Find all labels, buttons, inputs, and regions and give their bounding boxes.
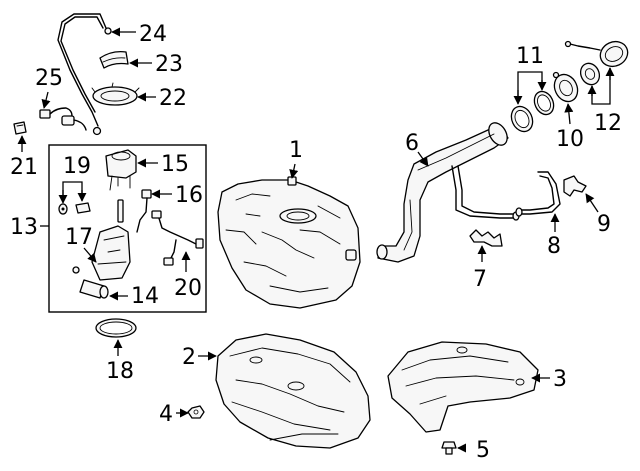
retainer-ring-part [91,82,140,106]
bracket-part [469,229,503,247]
connector-part [13,121,27,135]
pressure-regulator-part [105,149,137,191]
hose-clip-part [563,175,587,197]
callout-labels: 24 23 22 25 21 15 19 16 13 17 20 14 18 1… [10,22,622,463]
callout-8: 8 [547,234,561,259]
callout-2: 2 [182,345,196,370]
callout-14: 14 [131,284,159,309]
gasket-seal-part [99,50,129,69]
fuel-cap-part [564,40,629,86]
seals-part [510,90,555,133]
callout-15: 15 [161,152,189,177]
callout-10: 10 [556,127,584,152]
fuel-tank-part [217,176,361,309]
callout-19: 19 [63,154,91,179]
callout-11: 11 [516,44,544,69]
gasket-part [95,318,137,338]
bolt-part [441,441,457,455]
lock-ring-part [552,71,579,103]
wire-harness-part [39,107,87,131]
callout-1: 1 [289,138,303,163]
callout-17: 17 [65,225,93,250]
callout-22: 22 [159,86,187,111]
callout-21: 21 [10,155,38,180]
callout-16: 16 [175,183,203,208]
callout-9: 9 [597,212,611,237]
callout-5: 5 [476,438,490,463]
grommet-and-clip-part [58,202,91,215]
pump-module-box [48,144,207,313]
sender-connector-part [136,189,152,233]
callout-7: 7 [473,267,487,292]
callout-24: 24 [139,22,167,47]
pump-harness-part [151,210,204,266]
callout-25: 25 [35,66,63,91]
tank-heat-shield-part [215,333,371,449]
pump-motor-part [72,266,109,299]
callout-4: 4 [159,402,173,427]
callout-18: 18 [106,359,134,384]
nut-part [187,405,205,419]
leader-lines [17,27,615,453]
vent-line-part [57,13,112,136]
pump-bracket-part [91,225,131,281]
callout-3: 3 [553,367,567,392]
callout-13: 13 [10,215,38,240]
vapor-hose-part [515,171,561,217]
callout-23: 23 [155,52,183,77]
pump-rod-part [117,199,124,223]
rear-heat-shield-part [387,341,539,433]
callout-6: 6 [405,131,419,156]
callout-20: 20 [174,276,202,301]
callout-12: 12 [594,111,622,136]
